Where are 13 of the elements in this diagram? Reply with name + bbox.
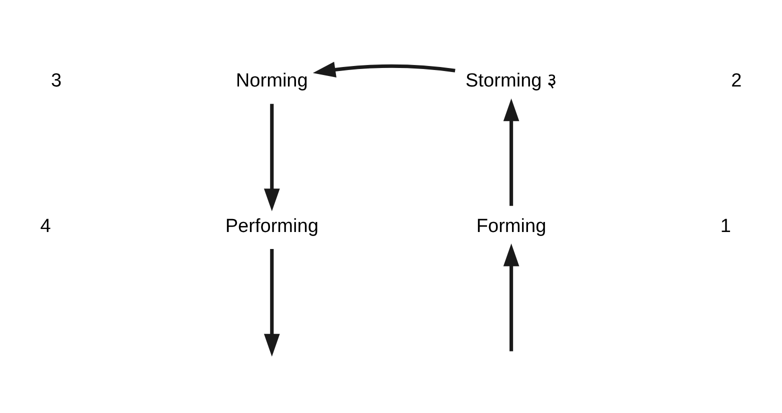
arrow	[503, 98, 520, 206]
arrow	[264, 104, 280, 212]
arrow	[312, 62, 456, 78]
arrow	[503, 244, 520, 352]
node-text: Storming ३	[466, 70, 558, 92]
label: 1	[720, 216, 731, 238]
arrow	[264, 248, 280, 357]
label: 3	[51, 70, 62, 92]
node-text: Forming	[476, 216, 546, 238]
label: 4	[40, 216, 51, 238]
node-text: Norming	[236, 70, 308, 92]
node-text: Performing	[225, 216, 318, 238]
label: 2	[731, 70, 742, 92]
